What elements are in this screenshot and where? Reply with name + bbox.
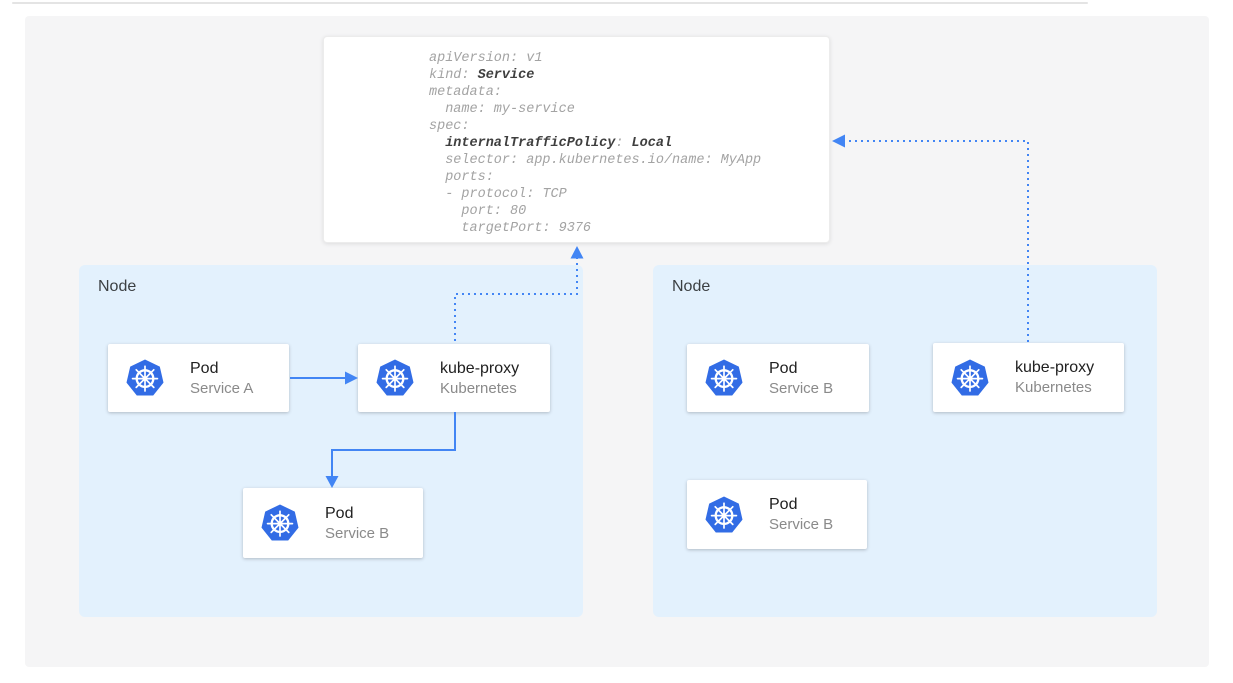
yaml-line: selector: app.kubernetes.io/name: MyApp [429, 153, 762, 168]
top-divider [12, 2, 1088, 4]
yaml-line: internalTrafficPolicy: Local [445, 136, 673, 151]
card-subtitle: Service A [190, 379, 254, 397]
card-title: kube-proxy [1015, 359, 1095, 376]
kubernetes-icon [375, 358, 415, 398]
card-title: Pod [769, 359, 798, 377]
kubernetes-icon [704, 495, 744, 535]
pod-card-service-b-right-top: Pod Service B [687, 344, 869, 412]
node-box-right: Node [653, 265, 1157, 617]
kubernetes-icon [704, 358, 744, 398]
yaml-line: kind: Service [429, 68, 535, 83]
node-box-left: Node [79, 265, 583, 617]
card-subtitle: Kubernetes [1015, 379, 1092, 396]
card-subtitle: Service B [325, 524, 390, 542]
kubernetes-icon [125, 358, 165, 398]
pod-card-service-b-left: Pod Service B [243, 488, 423, 558]
yaml-line: - protocol: TCP [429, 187, 567, 202]
yaml-line: ports: [429, 170, 494, 185]
card-subtitle: Service B [769, 516, 834, 533]
kube-proxy-card-left: kube-proxy Kubernetes [358, 344, 550, 412]
service-yaml-card: apiVersion: v1 kind: Service metadata: n… [323, 36, 830, 243]
card-subtitle: Kubernetes [440, 379, 517, 397]
kubernetes-icon [260, 503, 300, 543]
node-label: Node [672, 278, 711, 295]
pod-card-service-a: Pod Service A [108, 344, 289, 412]
yaml-line: spec: [429, 119, 470, 134]
card-title: Pod [325, 504, 354, 522]
yaml-line: port: 80 [429, 204, 527, 219]
node-label: Node [98, 278, 137, 295]
yaml-line: name: my-service [429, 102, 575, 117]
kube-proxy-card-right: kube-proxy Kubernetes [933, 343, 1124, 412]
card-title: kube-proxy [440, 359, 520, 377]
yaml-line: targetPort: 9376 [429, 221, 592, 236]
pod-card-service-b-right-bottom: Pod Service B [687, 480, 867, 549]
card-title: Pod [769, 496, 798, 513]
card-subtitle: Service B [769, 379, 834, 397]
kubernetes-icon [950, 358, 990, 398]
yaml-line: metadata: [429, 85, 502, 100]
card-title: Pod [190, 359, 219, 377]
yaml-line: apiVersion: v1 [429, 51, 543, 66]
